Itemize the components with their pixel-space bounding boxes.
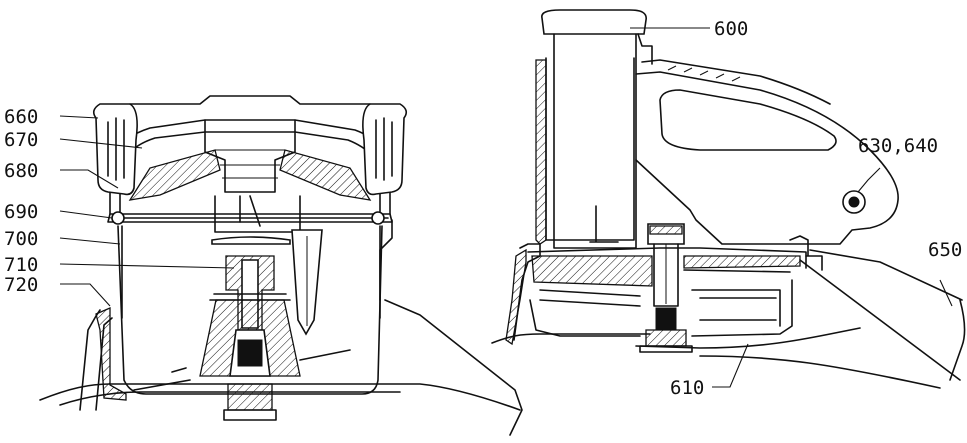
chute-lower [799, 259, 961, 381]
label-630-640: 630,640 [858, 135, 938, 157]
blade-shaft [239, 195, 261, 227]
lid-plate-lines [539, 269, 791, 307]
leader-690 [59, 210, 113, 219]
shaft-base-ring [639, 345, 693, 353]
label-650: 650 [928, 239, 962, 261]
right-bowl-base [529, 279, 793, 337]
label-720: 720 [4, 274, 38, 296]
left-handle-slots [107, 117, 125, 181]
reference-labels: 660 670 680 690 700 710 720 600 630,640 … [4, 18, 962, 399]
label-700: 700 [4, 228, 38, 250]
bowl-handle-lip [121, 225, 381, 319]
left-wall-hatch [95, 307, 127, 401]
lid-seal-hatch-right [279, 149, 372, 201]
right-leaders [630, 27, 953, 388]
lid-plate-right [683, 255, 801, 269]
feed-chute-outer [545, 57, 635, 241]
leader-610 [712, 343, 749, 388]
right-housing-left-hatch [505, 248, 527, 346]
left-base-curve [39, 383, 521, 411]
label-710: 710 [4, 254, 38, 276]
right-bowl-wall [691, 289, 781, 327]
drive-coupling [237, 339, 263, 367]
lid-seal-hatch [128, 149, 221, 201]
right-base-curve [491, 333, 651, 344]
label-610: 610 [670, 377, 704, 399]
right-base-bottom [635, 327, 861, 349]
lid-plate-top [527, 247, 807, 269]
leader-700 [59, 237, 121, 245]
bottom-blade-left [133, 379, 191, 391]
shaft-cap-hatch [649, 225, 683, 235]
feed-tube [204, 119, 296, 193]
shaft-coupling [655, 307, 677, 331]
right-handle-slots [375, 117, 393, 181]
leader-630 [857, 167, 881, 193]
lid-top-band [129, 95, 371, 105]
lid-arm-top-edge [641, 59, 831, 105]
lid-arm-ribs [667, 65, 741, 82]
right-rim-ring [371, 211, 385, 225]
base-plug [227, 383, 273, 411]
label-670: 670 [4, 129, 38, 151]
chute-upper [809, 249, 963, 301]
lid-arm-window [659, 89, 837, 151]
leader-650 [939, 279, 953, 307]
leader-670 [59, 138, 143, 149]
shaft-body [653, 243, 679, 307]
lid-plate-lip [789, 235, 823, 271]
left-rim-ring [111, 211, 125, 225]
bottom-blade-mid [171, 367, 187, 373]
feed-tube-inner [215, 149, 285, 179]
blade-holder [214, 195, 301, 233]
leader-680 [60, 169, 119, 189]
lid-arm-outer [635, 71, 899, 245]
right-base-long [699, 355, 941, 389]
leader-660 [59, 115, 99, 119]
blade-disk [211, 236, 291, 245]
feed-chute-wall [535, 59, 547, 245]
label-660: 660 [4, 106, 38, 128]
left-leaders [59, 115, 235, 307]
chute-inner-mark [589, 205, 619, 243]
chute-edge [949, 299, 966, 381]
label-600: 600 [714, 18, 748, 40]
pivot-pin [848, 196, 860, 208]
bottom-blade-right [299, 349, 351, 361]
leader-710 [59, 263, 235, 269]
label-690: 690 [4, 201, 38, 223]
lid-plate-left [531, 255, 653, 287]
pusher-cap-clip [637, 33, 653, 65]
left-assembly [39, 95, 523, 436]
pusher-body [553, 33, 637, 249]
shaft-base [645, 329, 687, 347]
left-housing-right [384, 299, 523, 436]
base-plug-cap [223, 409, 277, 421]
leader-720 [60, 283, 111, 307]
right-assembly [491, 9, 966, 389]
label-680: 680 [4, 160, 38, 182]
right-bowl-mid [699, 297, 777, 321]
bowl-rim [107, 213, 393, 223]
pusher-cap [541, 9, 647, 35]
